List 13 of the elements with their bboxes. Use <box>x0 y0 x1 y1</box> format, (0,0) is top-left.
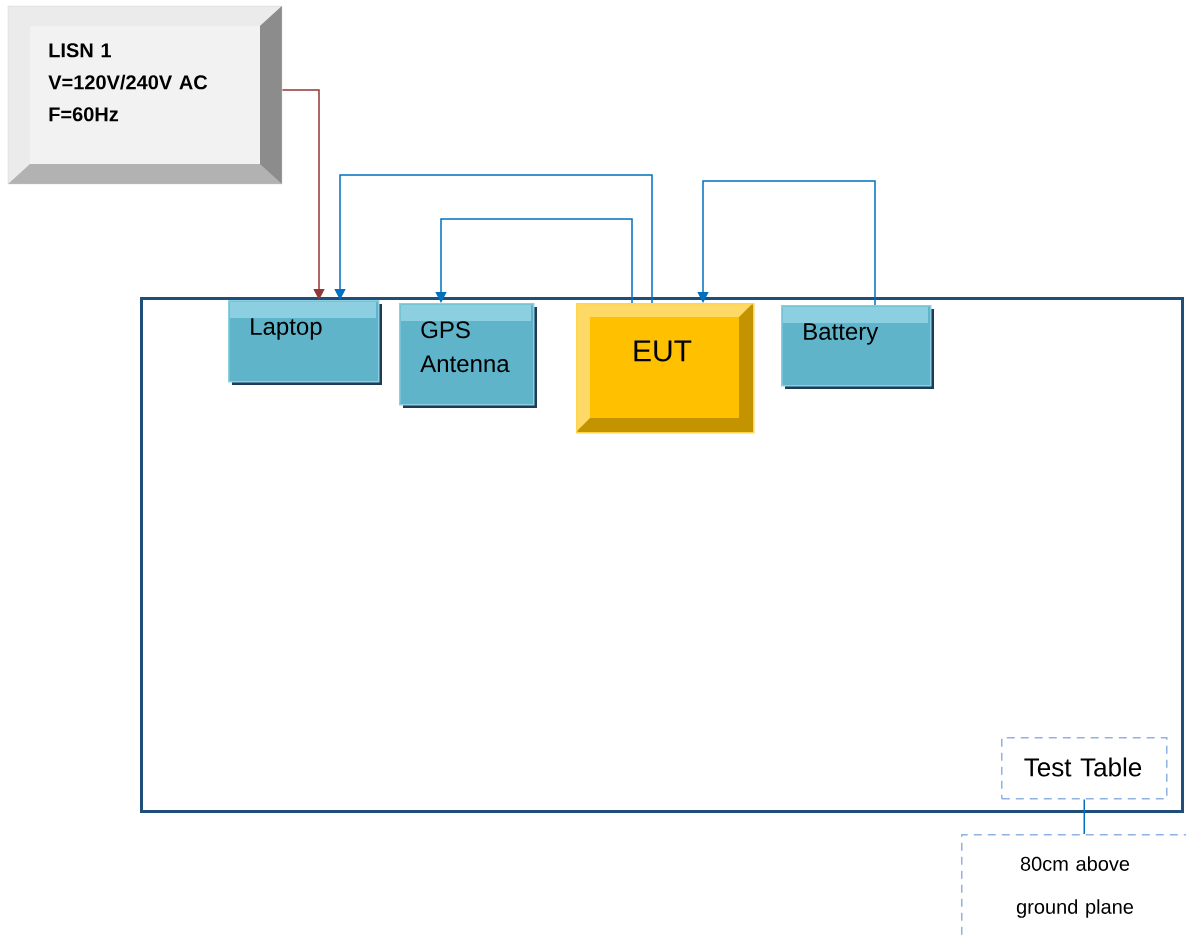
device-box: Battery <box>781 305 934 389</box>
device-box: Laptop <box>228 300 382 385</box>
device-box: GPS Antenna <box>399 303 537 408</box>
arrow <box>281 89 325 300</box>
note-box: Test Table <box>1001 737 1168 800</box>
arrow <box>435 218 633 304</box>
arrow <box>697 180 876 306</box>
note-box: 80cm above ground plane <box>961 834 1186 935</box>
table-outline <box>140 297 1184 813</box>
connector-line <box>1083 798 1085 835</box>
power-box: LISN 1 V=120V/240V AC F=60Hz <box>7 5 283 185</box>
device-box: EUT <box>576 303 755 434</box>
arrow <box>334 174 653 304</box>
